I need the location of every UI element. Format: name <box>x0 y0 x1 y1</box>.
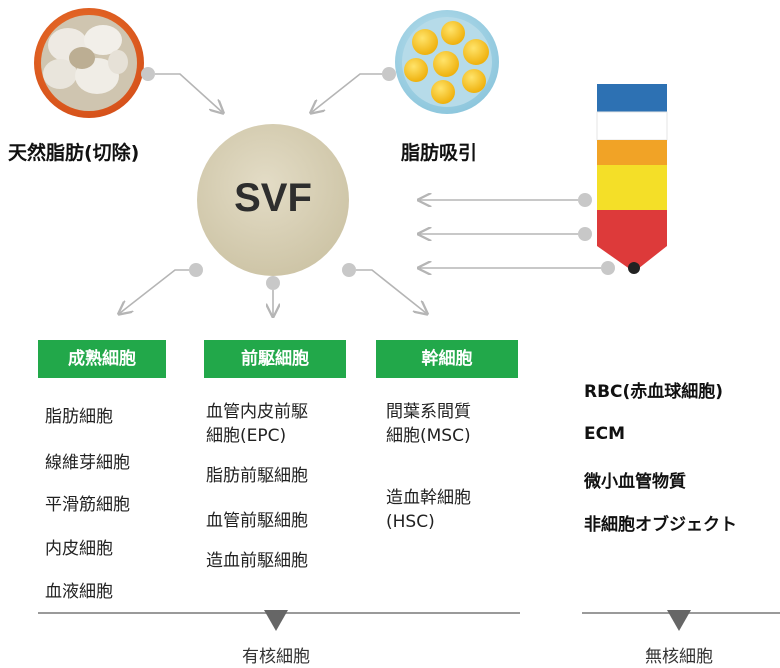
mature-cells-header: 成熟細胞 <box>38 340 166 378</box>
progenitor-item-hematopoietic: 造血前駆細胞 <box>206 551 308 571</box>
liposuction-label: 脂肪吸引 <box>401 142 478 164</box>
input-arrow-liposuction <box>312 67 396 112</box>
progenitor-item-preadipocyte: 脂肪前駆細胞 <box>206 466 308 486</box>
natural-fat-label: 天然脂肪(切除) <box>8 142 140 164</box>
stem-item-hsc: 造血幹細胞 (HSC) <box>386 488 471 532</box>
tube-arrow-3 <box>420 261 615 275</box>
fat-droplet-dish-icon <box>395 10 499 114</box>
anucleate-divider <box>582 610 780 631</box>
mature-item-endothelial: 内皮細胞 <box>45 539 113 559</box>
progenitor-cells-header: 前駆細胞 <box>204 340 346 378</box>
output-arrow-mature <box>120 263 203 313</box>
mature-item-blood: 血液細胞 <box>45 582 113 602</box>
nucleated-divider <box>38 610 520 631</box>
output-arrow-progenitor <box>266 276 280 315</box>
right-item-acellular: 非細胞オブジェクト <box>584 515 737 535</box>
stem-item-msc: 間葉系間質 細胞(MSC) <box>386 402 471 446</box>
progenitor-item-vascular: 血管前駆細胞 <box>206 511 308 531</box>
output-arrow-stem <box>342 263 426 313</box>
stem-cells-header: 幹細胞 <box>376 340 518 378</box>
input-arrow-natural-fat <box>141 67 222 112</box>
nucleated-cells-label: 有核細胞 <box>242 647 310 667</box>
svf-label: SVF <box>234 176 312 220</box>
blood-tube-icon <box>596 84 668 274</box>
mature-item-fibroblast: 線維芽細胞 <box>45 453 130 473</box>
mature-item-smooth-muscle: 平滑筋細胞 <box>45 495 130 515</box>
svf-circle <box>197 124 349 276</box>
right-item-microvascular: 微小血管物質 <box>584 472 686 492</box>
right-item-rbc: RBC(赤血球細胞) <box>584 382 724 402</box>
mature-item-adipocyte: 脂肪細胞 <box>45 407 113 427</box>
right-item-ecm: ECM <box>584 424 626 444</box>
orange-dish-icon <box>34 8 144 118</box>
tube-arrow-1 <box>420 193 592 207</box>
tube-arrow-2 <box>420 227 592 241</box>
anucleate-cells-label: 無核細胞 <box>645 647 713 667</box>
progenitor-item-epc: 血管内皮前駆 細胞(EPC) <box>206 402 308 446</box>
